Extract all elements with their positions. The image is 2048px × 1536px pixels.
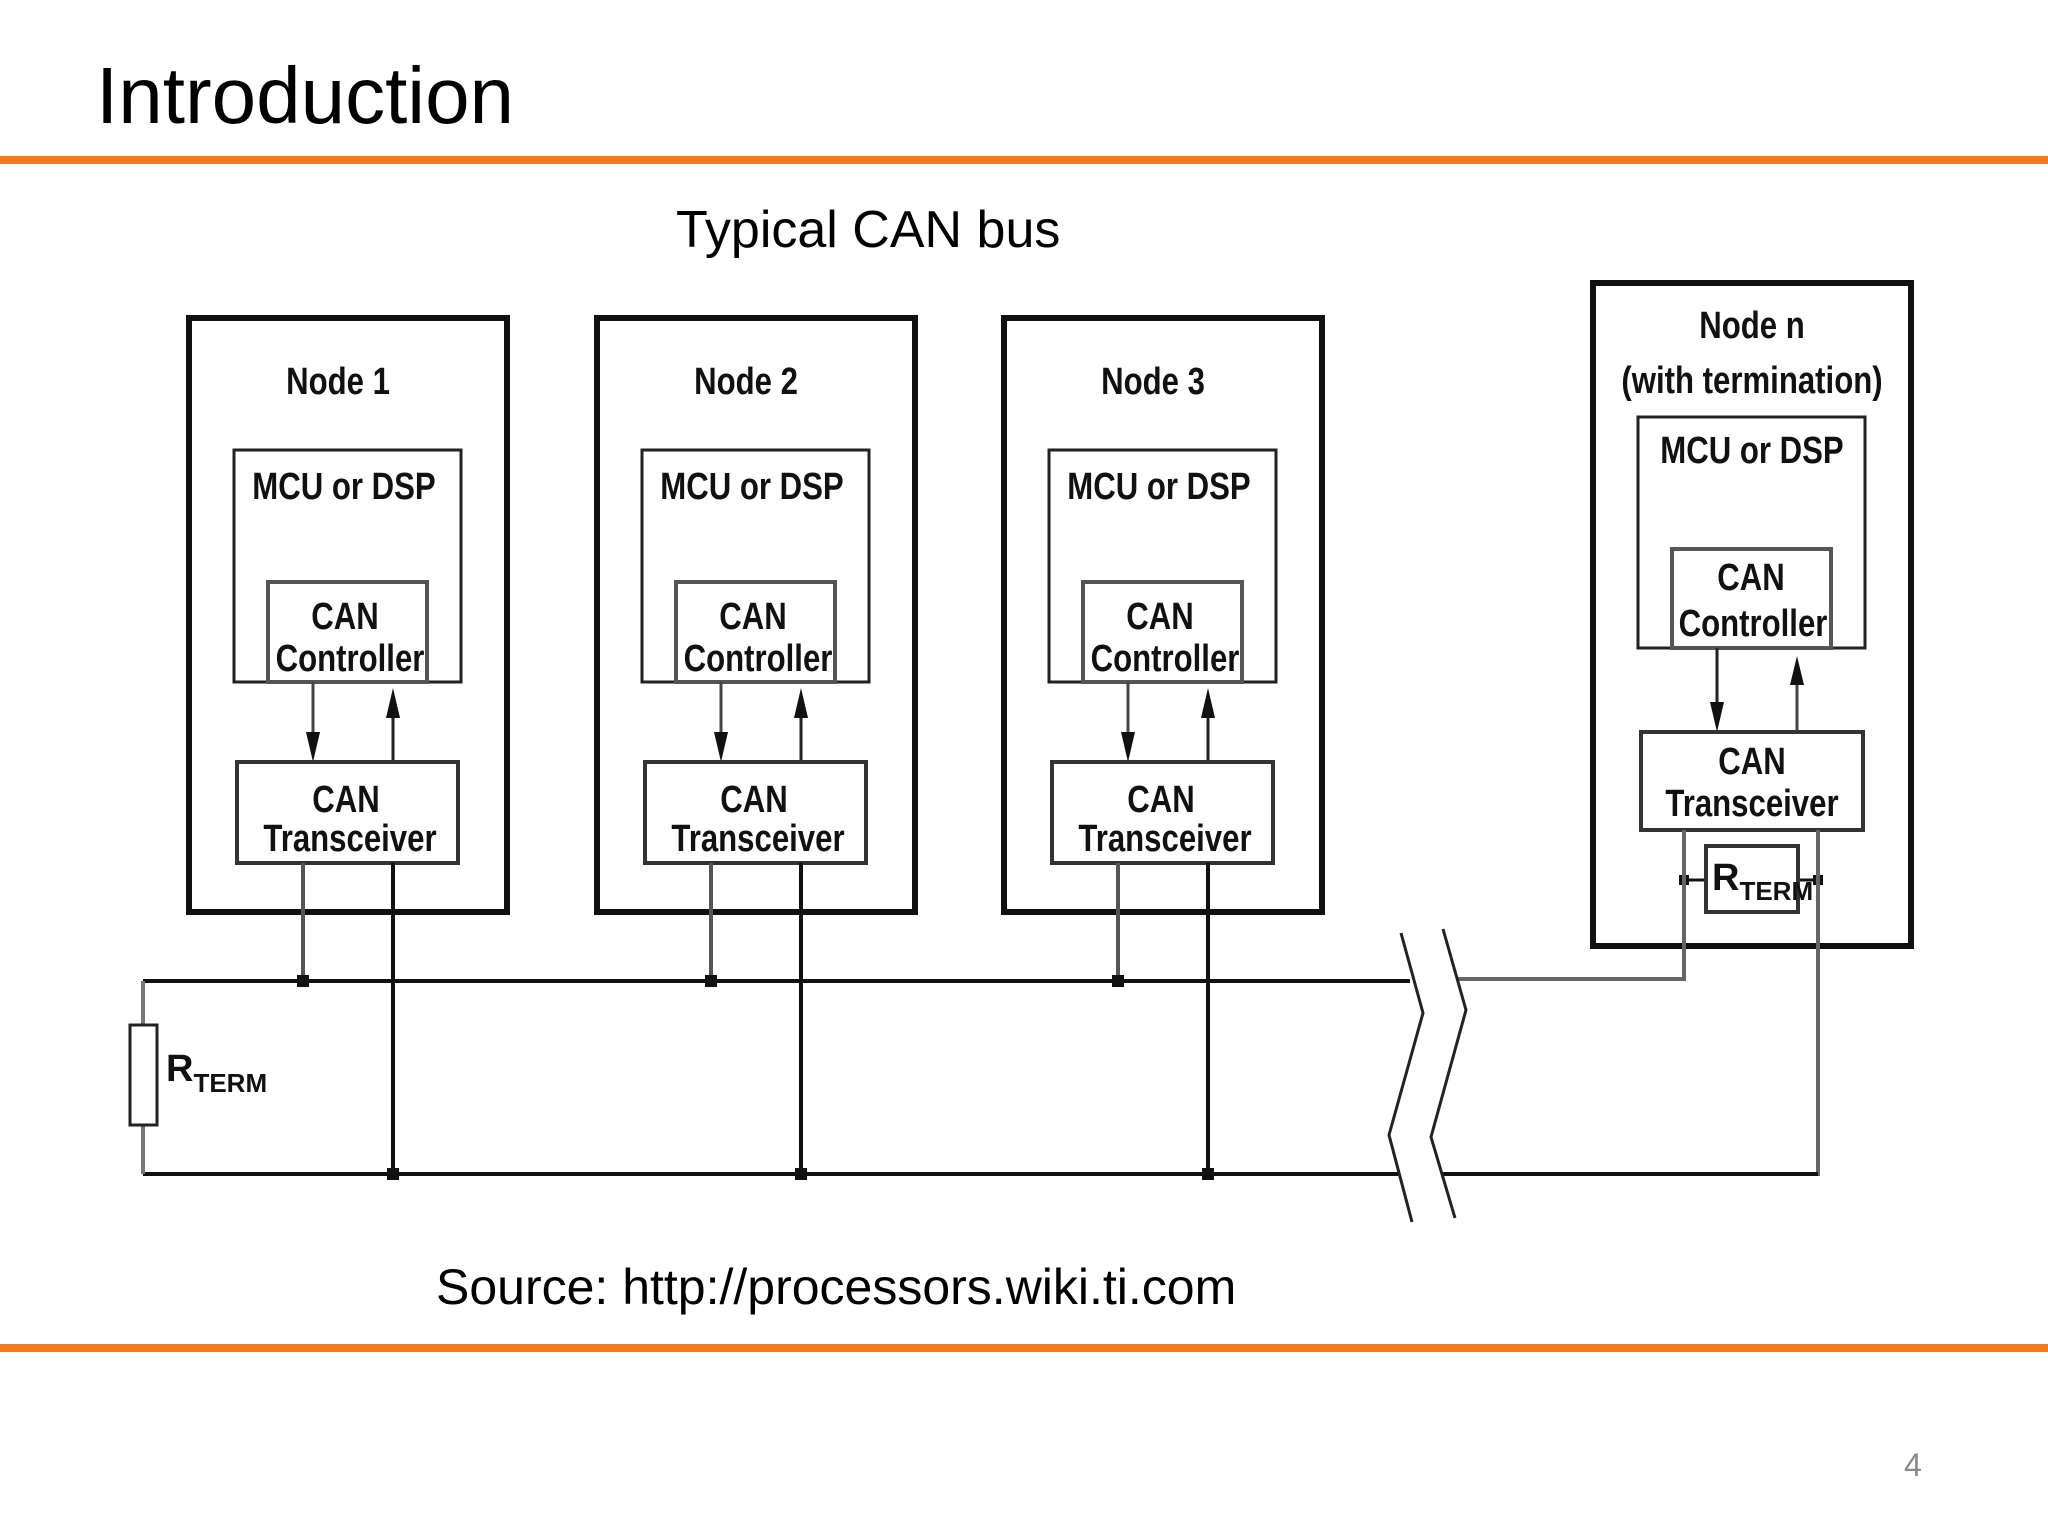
node-frame — [594, 315, 918, 915]
page-number: 4 — [1904, 1447, 1922, 1483]
can-controller-box — [266, 580, 429, 684]
can-transceiver-label-line1: CAN — [1718, 741, 1785, 783]
arrow-up-icon — [386, 688, 400, 718]
termination-resistor-label: RTERM — [1712, 857, 1813, 906]
can-transceiver-box — [643, 760, 868, 865]
header-divider — [0, 156, 2048, 164]
node-n-title: Node n — [1699, 305, 1805, 347]
can-transceiver-box — [1639, 730, 1865, 832]
node-n: Node n (with termination) MCU or DSP CAN… — [1590, 280, 1914, 949]
can-h-wire-node-n — [1457, 830, 1686, 981]
can-transceiver-label-line1: CAN — [312, 779, 379, 821]
node-title: Node 1 — [286, 361, 390, 403]
node-title: Node 3 — [1101, 361, 1205, 403]
arrow-down-icon — [1121, 732, 1135, 762]
termination-resistor — [1704, 844, 1800, 914]
can-transceiver-label-line2: Transceiver — [1665, 783, 1838, 825]
arrow-down-icon — [306, 732, 320, 762]
can-controller-label-line2: Controller — [1091, 638, 1240, 680]
arrow-down-icon — [714, 732, 728, 762]
arrow-up-icon — [1790, 656, 1804, 685]
mcu-label: MCU or DSP — [1660, 430, 1843, 472]
can-controller-label-line1: CAN — [1126, 596, 1193, 638]
node-frame — [186, 315, 510, 915]
node-frame — [1001, 315, 1325, 915]
can-transceiver-box — [235, 760, 460, 865]
can-controller-label-line1: CAN — [311, 596, 378, 638]
node-title: Node 2 — [694, 361, 798, 403]
can-controller-label-line1: CAN — [719, 596, 786, 638]
node-n-frame — [1590, 280, 1914, 949]
can-transceiver-label-line2: Transceiver — [263, 818, 436, 860]
mcu-label: MCU or DSP — [660, 466, 843, 508]
can-transceiver-label-line1: CAN — [720, 779, 787, 821]
can-transceiver-label-line1: CAN — [1127, 779, 1194, 821]
diagram-caption: Typical CAN bus — [676, 201, 1061, 259]
arrow-up-icon — [794, 688, 808, 718]
can-controller-box — [1081, 580, 1244, 684]
mcu-label: MCU or DSP — [252, 466, 435, 508]
bus-termination-label: RTERM — [166, 1048, 267, 1098]
slide-title: Introduction — [96, 51, 515, 140]
source-citation: Source: http://processors.wiki.ti.com — [436, 1259, 1237, 1315]
can-controller-box — [674, 580, 837, 684]
bus-break-mark-right — [1429, 928, 1468, 1219]
can-transceiver-label-line2: Transceiver — [671, 818, 844, 860]
mcu-label: MCU or DSP — [1067, 466, 1250, 508]
footer-divider — [0, 1344, 2048, 1352]
can-transceiver-box — [1050, 760, 1275, 865]
can-controller-label-line2: Controller — [1679, 603, 1828, 645]
can-controller-label-line1: CAN — [1717, 557, 1784, 599]
bus-break-mark-left — [1387, 932, 1425, 1223]
can-controller-box — [1670, 547, 1833, 650]
arrow-down-icon — [1710, 702, 1724, 732]
node-n-subtitle: (with termination) — [1621, 360, 1882, 402]
arrow-up-icon — [1201, 688, 1215, 718]
can-controller-label-line2: Controller — [684, 638, 833, 680]
can-controller-label-line2: Controller — [276, 638, 425, 680]
bus-termination-resistor — [128, 1023, 159, 1127]
can-transceiver-label-line2: Transceiver — [1078, 818, 1251, 860]
